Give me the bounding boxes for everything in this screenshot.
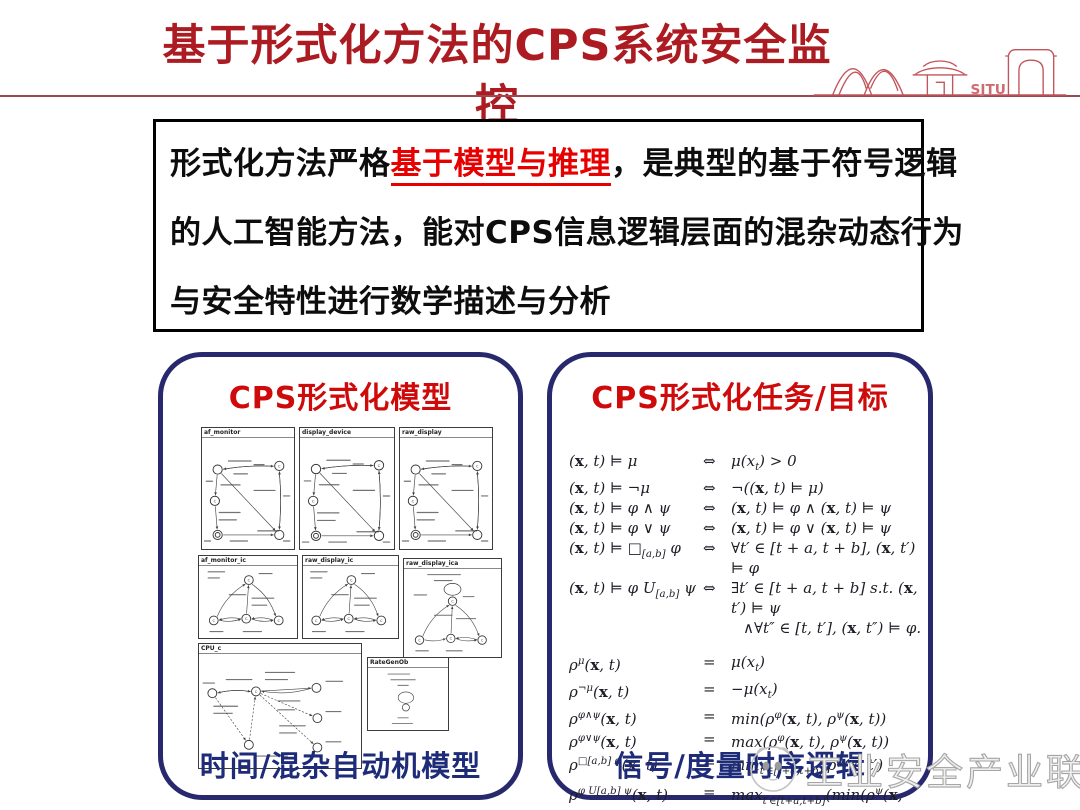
svg-text:C: C xyxy=(214,499,217,503)
header-divider xyxy=(0,95,1080,97)
formula-row: ρφ∨ψ(x, t)=max(ρφ(x, t), ρψ(x, t)) xyxy=(569,730,890,751)
automaton-panel-5: raw_display_ic C C C C xyxy=(302,555,399,639)
skyline-sjtu-label: SJTU xyxy=(971,82,1006,96)
svg-text:C: C xyxy=(315,619,318,623)
svg-text:C: C xyxy=(450,637,453,641)
automaton-title-8: RateGenOb xyxy=(368,658,448,668)
formula-row: (x, t) ⊨ φ U[a,b] ψ⇔∃t′ ∈ [t + a, t + b]… xyxy=(569,579,918,617)
svg-text:C: C xyxy=(255,690,258,694)
page-title: 基于形式化方法的CPS系统安全监控 xyxy=(162,21,832,131)
svg-text:C: C xyxy=(378,464,381,468)
stl-formulas: (x, t) ⊨ μ⇔μ(xt) > 0 (x, t) ⊨ ¬μ⇔¬((x, t)… xyxy=(569,451,922,810)
automaton-title-2: display_device xyxy=(300,428,394,438)
svg-text:C: C xyxy=(278,464,281,468)
svg-text:C: C xyxy=(476,464,479,468)
svg-text:C: C xyxy=(245,617,248,621)
automaton-title-5: raw_display_ic xyxy=(303,556,398,566)
automaton-title-1: af_monitor xyxy=(202,428,294,438)
automaton-graph-icon: C C C C xyxy=(207,571,284,633)
automaton-title-7: CPU_c xyxy=(199,644,361,654)
automaton-panel-7: CPU_c C xyxy=(198,643,362,769)
intro-pre: 形式化方法严格 xyxy=(170,146,391,182)
right-panel-caption: 信号/度量时序逻辑 xyxy=(614,749,866,783)
right-panel-title: CPS形式化任务/目标 xyxy=(591,381,889,416)
automaton-title-4: af_monitor_ic xyxy=(199,556,297,566)
automaton-title-6: raw_display_ica xyxy=(404,559,501,569)
svg-text:C: C xyxy=(481,638,484,642)
intro-line-2: 的人工智能方法，能对CPS信息逻辑层面的混杂动态行为 xyxy=(170,215,964,251)
automaton-panel-6: raw_display_ica C C C C xyxy=(403,558,502,658)
alliance-logo-icon xyxy=(750,746,796,792)
stl-semantics-block: (x, t) ⊨ μ⇔μ(xt) > 0 (x, t) ⊨ ¬μ⇔¬((x, t)… xyxy=(569,451,922,638)
intro-line-3: 与安全特性进行数学描述与分析 xyxy=(170,284,611,320)
svg-text:C: C xyxy=(418,638,421,642)
svg-text:C: C xyxy=(380,619,383,623)
svg-text:C: C xyxy=(451,600,454,604)
svg-text:C: C xyxy=(278,619,281,623)
svg-text:C: C xyxy=(248,578,251,582)
formula-row: (x, t) ⊨ μ⇔μ(xt) > 0 xyxy=(569,452,797,473)
formula-row: (x, t) ⊨ □[a,b] φ⇔∀t′ ∈ [t + a, t + b], … xyxy=(569,539,916,577)
sjtu-skyline-icon: SJTU xyxy=(813,49,1067,96)
automaton-graph-icon: C C C C xyxy=(310,571,387,633)
formula-row: (x, t) ⊨ φ ∨ ψ⇔(x, t) ⊨ φ ∨ (x, t) ⊨ ψ xyxy=(569,519,892,537)
automaton-panel-8: RateGenOb xyxy=(367,657,449,731)
svg-text:C: C xyxy=(350,578,353,582)
formula-row: ρφ∧ψ(x, t)=min(ρφ(x, t), ρψ(x, t)) xyxy=(569,707,887,728)
formula-row: (x, t) ⊨ φ ∧ ψ⇔(x, t) ⊨ φ ∧ (x, t) ⊨ ψ xyxy=(569,499,892,517)
svg-text:C: C xyxy=(348,617,351,621)
formula-row: ∧∀t″ ∈ [t, t′], (x, t″) ⊨ φ. xyxy=(743,619,922,637)
automaton-graph-icon: C xyxy=(202,671,344,757)
intro-highlight: 基于模型与推理 xyxy=(390,146,611,186)
formula-row: (x, t) ⊨ ¬μ⇔¬((x, t) ⊨ μ) xyxy=(569,479,824,497)
intro-line-1: 形式化方法严格基于模型与推理，是典型的基于符号逻辑 xyxy=(170,130,957,199)
automaton-graph-icon: CC xyxy=(401,460,489,542)
stl-robustness-block: ρμ(x, t)=μ(xt) ρ¬μ(x, t)=−μ(xt) ρφ∧ψ(x, t)… xyxy=(569,652,922,810)
svg-text:C: C xyxy=(312,500,315,504)
automaton-panel-4: af_monitor_ic C C C C xyxy=(198,555,298,639)
watermark-text: 工业安全产业联盟 xyxy=(805,750,1080,794)
formula-row: ρμ(x, t)=μ(xt) xyxy=(569,653,766,674)
cps-task-panel: CPS形式化任务/目标 (x, t) ⊨ μ⇔μ(xt) > 0(x, t) ⊨… xyxy=(547,352,933,807)
automaton-graph-icon: CC xyxy=(203,460,291,542)
automaton-graph-icon xyxy=(387,673,416,724)
svg-text:C: C xyxy=(412,499,415,503)
automaton-graph-icon: CC xyxy=(301,459,391,543)
left-panel-title: CPS形式化模型 xyxy=(228,381,453,416)
formula-row: ρφ U[a,b] ψ(x, t)=maxt′∈[t+a,t+b](min(ρψ… xyxy=(569,783,903,807)
svg-text:C: C xyxy=(213,619,216,623)
automaton-graph-icon: C C C C xyxy=(413,574,487,652)
formula-row: ρ¬μ(x, t)=−μ(xt) xyxy=(569,680,778,701)
intro-box: 形式化方法严格基于模型与推理，是典型的基于符号逻辑 的人工智能方法，能对CPS信… xyxy=(153,119,964,332)
left-panel-caption: 时间/混杂自动机模型 xyxy=(199,749,482,783)
formula-row: ρ□[a,b] φ(x, t)=mint′∈[t+a,t+b] ρφ(x, t′… xyxy=(569,753,884,777)
automaton-title-3: raw_display xyxy=(400,428,492,438)
intro-post: ，是典型的基于符号逻辑 xyxy=(611,146,958,182)
